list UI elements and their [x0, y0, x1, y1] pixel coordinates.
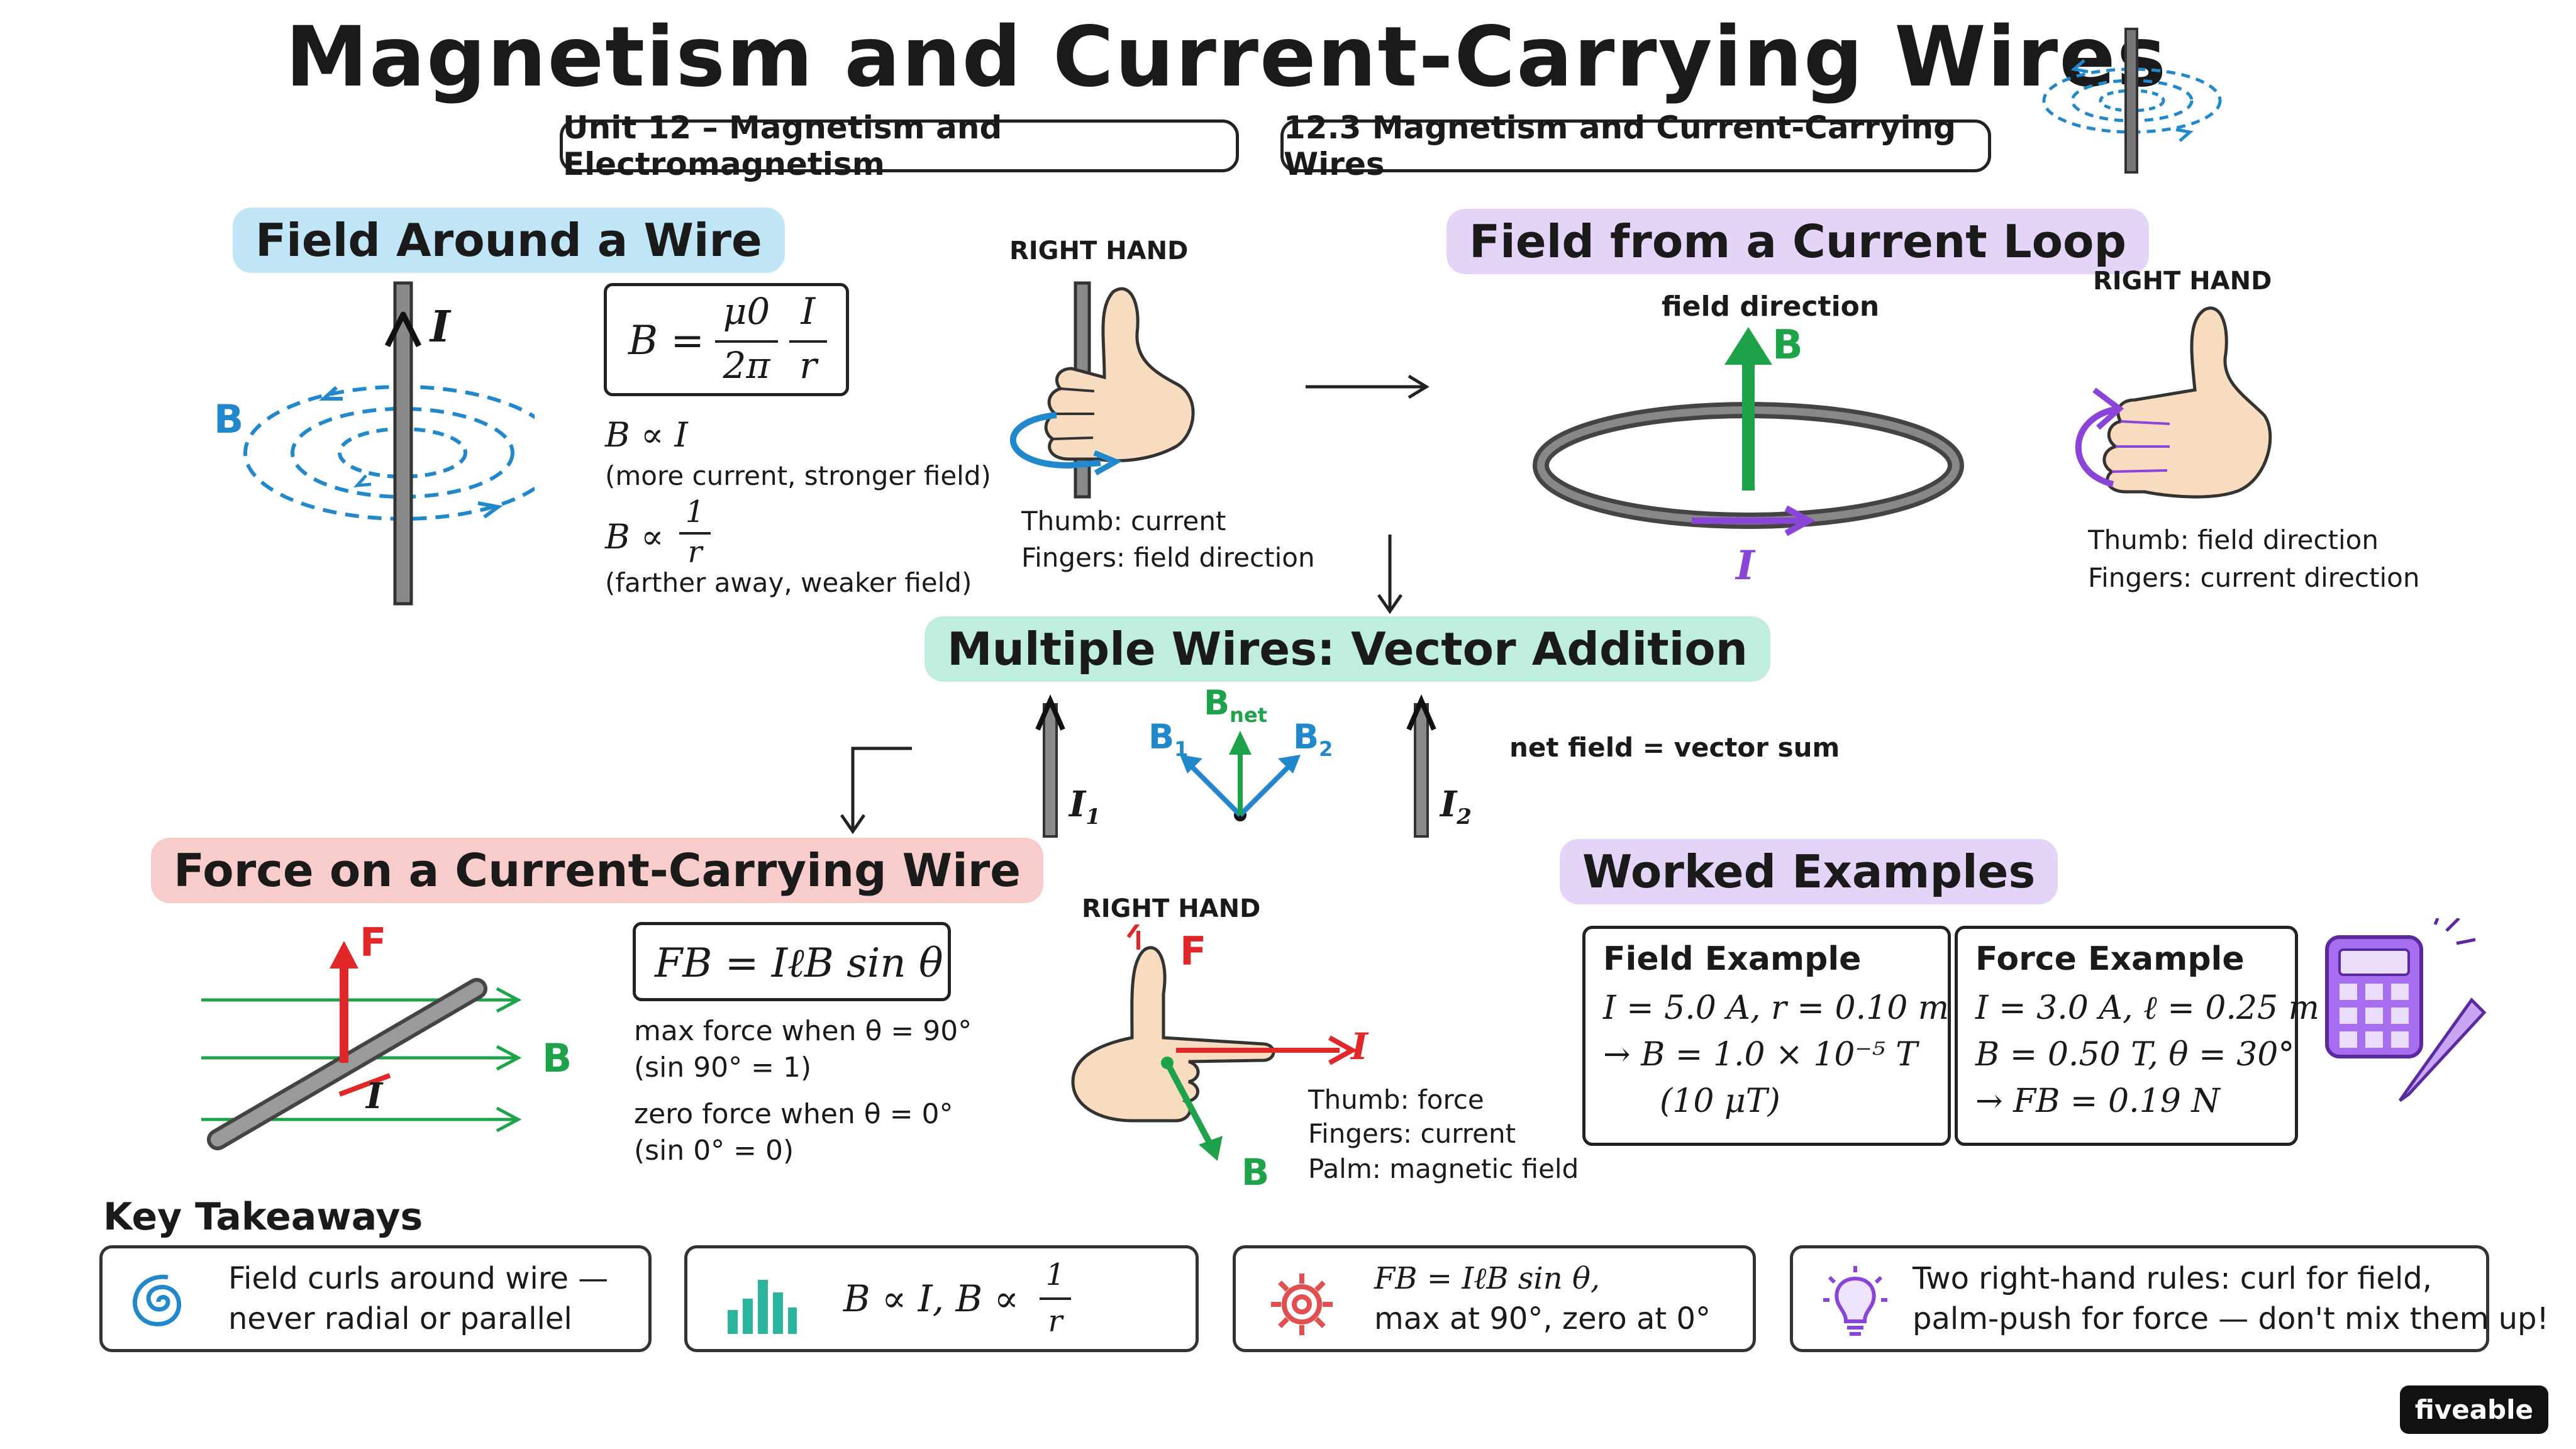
right-hand-caption-2a: Thumb: force: [1308, 1084, 1484, 1115]
section-pill: 12.3 Magnetism and Current-Carrying Wire…: [1280, 109, 1991, 182]
right-hand-loop-caption-b: Fingers: current direction: [2088, 562, 2420, 593]
gear-icon: [1271, 1274, 1333, 1335]
force-max-sin: (sin 90° = 1): [634, 1052, 812, 1084]
right-hand-title-2: RIGHT HAND: [1082, 894, 1261, 923]
force-max-note: max force when θ = 90°: [634, 1015, 972, 1047]
wire-2-label: I2: [1440, 784, 1472, 830]
fiveable-logo: fiveable: [2399, 1385, 2548, 1434]
force-example-line-2: B = 0.50 T, θ = 30°: [1975, 1036, 2295, 1074]
arrow-down-connector: [1377, 535, 1403, 614]
multiple-heading: Multiple Wires: Vector Addition: [924, 616, 1771, 682]
hand-i-label: I: [1351, 1025, 1368, 1068]
right-hand-title-loop: RIGHT HAND: [2093, 267, 2272, 296]
vector-addition-diagram: [1035, 694, 1436, 838]
spiral-icon: [132, 1274, 182, 1326]
takeaway-card-4: Two right-hand rules: curl for field, pa…: [1790, 1245, 2549, 1352]
unit-pill: Unit 12 – Magnetism and Electromagnetism: [560, 109, 1239, 182]
force-f-label: F: [360, 919, 387, 965]
force-b-label: B: [542, 1035, 572, 1081]
field-example-line-3: (10 μT): [1660, 1082, 1780, 1120]
prop-b-distance-bar: [679, 532, 711, 535]
force-example-line-3: → FB = 0.19 N: [1975, 1082, 2220, 1120]
force-formula: FB = IℓB sin θ: [633, 922, 951, 1001]
page-title: Magnetism and Current-Carrying Wires: [285, 9, 2168, 106]
right-hand-loop-icon: [2075, 306, 2272, 499]
takeaway-1-line-b: never radial or parallel: [228, 1301, 572, 1336]
prop-b-distance-note: (farther away, weaker field): [605, 567, 972, 598]
field-example-line-2: → B = 1.0 × 10⁻⁵ T: [1603, 1036, 1918, 1074]
takeaway-card-2: B ∝ I, B ∝ 1 r: [684, 1245, 1199, 1352]
takeaway-2-num: 1: [1045, 1257, 1065, 1292]
wire-field-label: B: [214, 396, 244, 442]
field-example-card: Field Example I = 5.0 A, r = 0.10 m → B …: [1582, 926, 1951, 1146]
prop-b-distance: B ∝: [605, 517, 664, 557]
prop-b-current: B ∝ I: [605, 415, 688, 455]
takeaway-3-line-b: max at 90°, zero at 0°: [1374, 1301, 1711, 1336]
b2-label: B2: [1293, 717, 1333, 761]
field-example-head: Field Example: [1603, 940, 1862, 978]
takeaways-heading: Key Takeaways: [103, 1195, 423, 1239]
prop-b-distance-num: 1: [685, 494, 705, 530]
right-hand-title-1: RIGHT HAND: [1009, 236, 1189, 265]
wire-field-formula: B = μ0 2π I r: [604, 283, 849, 396]
takeaway-4-line-b: palm-push for force — don't mix them up!: [1913, 1301, 2549, 1336]
loop-i-label: I: [1736, 542, 1755, 589]
force-zero-note: zero force when θ = 0°: [634, 1098, 953, 1130]
hand-f-label: F: [1180, 928, 1207, 974]
right-hand-caption-1a: Thumb: current: [1021, 506, 1226, 536]
pencil-icon: [2398, 997, 2487, 1102]
b1-label: B1: [1148, 717, 1189, 761]
right-hand-loop-caption-a: Thumb: field direction: [2088, 525, 2379, 555]
wire-current-label: I: [430, 302, 450, 352]
force-i-label: I: [366, 1075, 383, 1117]
takeaway-1-line-a: Field curls around wire —: [228, 1261, 609, 1296]
takeaway-2-bar: [1040, 1297, 1071, 1300]
field-wire-heading: Field Around a Wire: [233, 208, 785, 273]
force-example-line-1: I = 3.0 A, ℓ = 0.25 m: [1975, 989, 2319, 1027]
loop-heading: Field from a Current Loop: [1446, 209, 2150, 274]
lightbulb-icon: [1823, 1266, 1887, 1336]
loop-field-direction-label: field direction: [1662, 291, 1880, 323]
right-hand-curl-icon: [1009, 281, 1195, 499]
bnet-label: Bnet: [1204, 683, 1267, 727]
hand-b-label: B: [1241, 1151, 1270, 1194]
calculator-icon: [2325, 918, 2487, 1102]
prop-b-current-note: (more current, stronger field): [605, 460, 991, 491]
wire-1-label: I1: [1069, 784, 1101, 830]
examples-heading: Worked Examples: [1560, 839, 2058, 904]
right-hand-caption-1b: Fingers: field direction: [1021, 542, 1315, 573]
takeaway-2-text: B ∝ I, B ∝: [843, 1277, 1019, 1320]
right-hand-caption-2b: Fingers: current: [1308, 1118, 1516, 1149]
force-example-head: Force Example: [1975, 940, 2245, 978]
arrow-right-connector: [1306, 374, 1430, 399]
current-loop-diagram: [1533, 327, 1964, 536]
force-example-card: Force Example I = 3.0 A, ℓ = 0.25 m B = …: [1955, 926, 2319, 1146]
arrow-bend-connector: [840, 747, 912, 835]
net-field-note: net field = vector sum: [1509, 732, 1840, 763]
field-example-line-1: I = 5.0 A, r = 0.10 m: [1603, 989, 1950, 1027]
wire-field-diagram: [243, 281, 535, 606]
takeaway-4-line-a: Two right-hand rules: curl for field,: [1913, 1261, 2433, 1296]
loop-b-label: B: [1772, 322, 1803, 369]
takeaway-card-3: FB = IℓB sin θ, max at 90°, zero at 0°: [1233, 1245, 1756, 1352]
wire-field-icon: [2042, 28, 2222, 174]
force-wire-diagram: [201, 941, 522, 1150]
force-heading: Force on a Current-Carrying Wire: [151, 838, 1044, 903]
right-hand-caption-2c: Palm: magnetic field: [1308, 1153, 1579, 1184]
takeaway-2-den: r: [1048, 1304, 1063, 1339]
takeaway-card-1: Field curls around wire — never radial o…: [99, 1245, 652, 1352]
right-hand-force-icon: [1071, 924, 1358, 1161]
takeaway-3-line-a: FB = IℓB sin θ,: [1374, 1261, 1601, 1296]
force-zero-sin: (sin 0° = 0): [634, 1135, 794, 1167]
prop-b-distance-den: r: [687, 535, 702, 570]
bar-chart-icon: [728, 1280, 797, 1334]
